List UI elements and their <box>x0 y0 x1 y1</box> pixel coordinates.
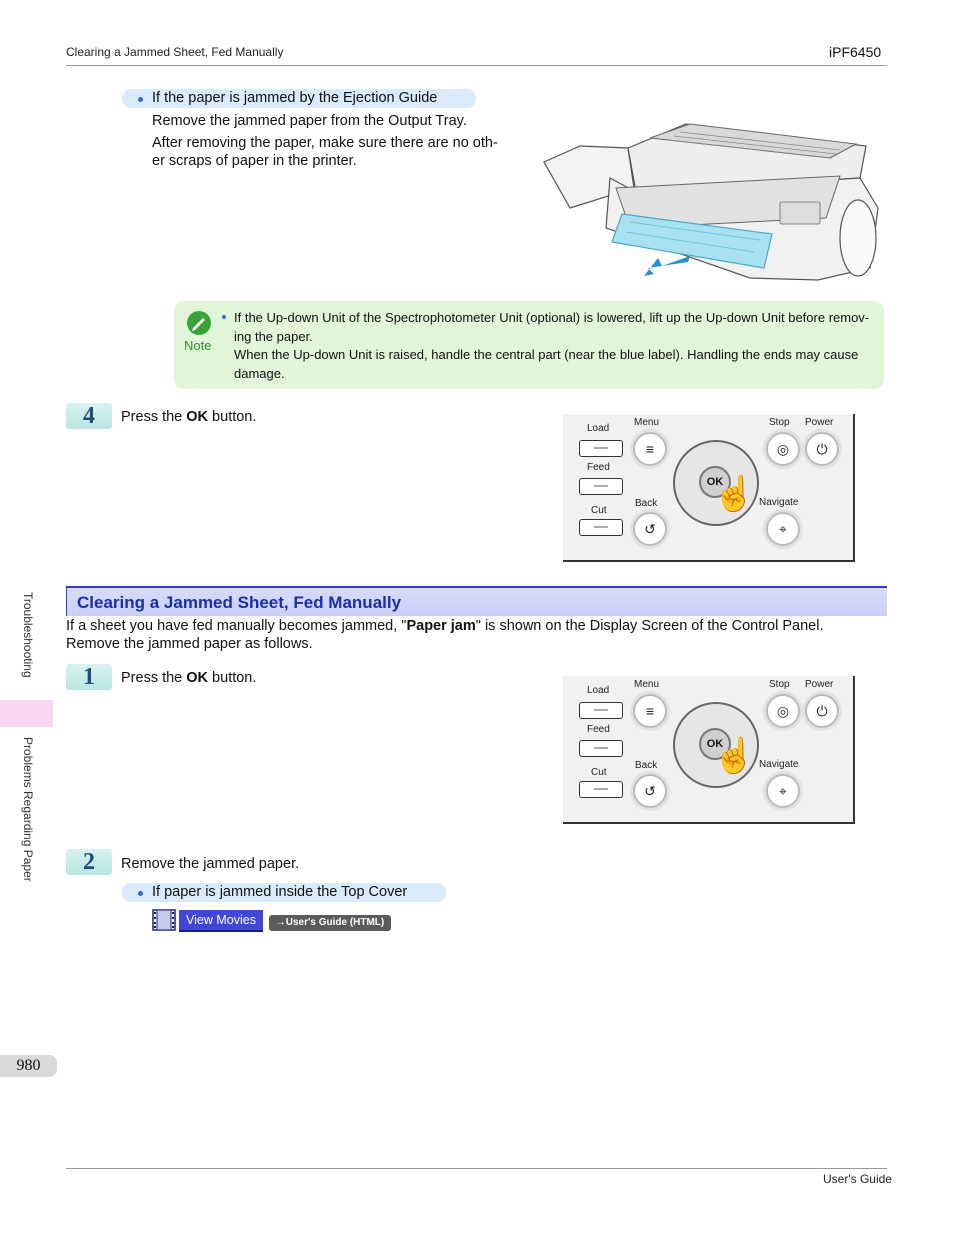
note-box <box>174 301 884 389</box>
navigate-icon: ⌖ <box>766 512 800 546</box>
sidebar-tab-troubleshooting[interactable]: Troubleshooting <box>21 592 35 678</box>
section-intro: If a sheet you have fed manually becomes… <box>66 617 887 653</box>
back-label: Back <box>635 498 658 509</box>
bullet-icon <box>138 97 143 102</box>
back-label: Back <box>635 760 658 771</box>
stop-icon: ◎ <box>766 694 800 728</box>
cut-label: Cut <box>591 767 607 778</box>
feed-button <box>579 740 623 757</box>
navigate-icon: ⌖ <box>766 774 800 808</box>
back-icon: ↺ <box>633 512 667 546</box>
section-intro-line-1: If a sheet you have fed manually becomes… <box>66 618 824 634</box>
control-panel-illustration: Load Feed Cut Menu ≡ Back ↺ OK ☝ Stop ◎ … <box>563 414 855 562</box>
section-heading: Clearing a Jammed Sheet, Fed Manually <box>66 586 887 616</box>
power-icon: ⏻ <box>805 694 839 728</box>
ok-button: OK <box>699 466 731 498</box>
sidebar-current-marker <box>0 700 53 727</box>
ejection-line-1: Remove the jammed paper from the Output … <box>152 113 467 129</box>
menu-icon: ≡ <box>633 432 667 466</box>
footer-divider <box>66 1168 887 1169</box>
section-intro-line-2: Remove the jammed paper as follows. <box>66 636 313 652</box>
running-header-title: Clearing a Jammed Sheet, Fed Manually <box>66 45 284 59</box>
users-guide-link[interactable]: →User's Guide (HTML) <box>269 915 391 931</box>
sidebar-tab-problems-paper[interactable]: Problems Regarding Paper <box>21 737 35 882</box>
view-movies-button[interactable]: View Movies <box>179 910 263 932</box>
pointing-hand-icon: ☝ <box>712 474 756 513</box>
cut-label: Cut <box>591 505 607 516</box>
note-line-3: When the Up-down Unit is raised, handle … <box>234 347 859 362</box>
menu-label: Menu <box>634 679 660 690</box>
ejection-line-2a: After removing the paper, make sure ther… <box>152 135 498 151</box>
feed-button <box>579 478 623 495</box>
stop-label: Stop <box>769 417 790 428</box>
step-1-text: Press the OK button. <box>121 670 257 686</box>
note-line-4: damage. <box>234 365 285 381</box>
stop-label: Stop <box>769 679 790 690</box>
stop-icon: ◎ <box>766 432 800 466</box>
navigation-dial <box>673 702 759 788</box>
load-button <box>579 702 623 719</box>
control-panel-illustration: Load Feed Cut Menu ≡ Back ↺ OK ☝ Stop ◎ … <box>563 676 855 824</box>
power-label: Power <box>805 679 834 690</box>
note-pencil-icon <box>187 311 211 335</box>
film-strip-icon[interactable] <box>152 909 176 931</box>
running-header-model: iPF6450 <box>829 44 882 60</box>
note-line-1: If the Up-down Unit of the Spectrophotom… <box>234 310 870 325</box>
navigate-label: Navigate <box>759 759 799 770</box>
step-number-4: 4 <box>66 403 112 429</box>
power-label: Power <box>805 417 834 428</box>
pointing-hand-icon: ☝ <box>712 736 756 775</box>
load-label: Load <box>587 685 610 696</box>
step-number-2: 2 <box>66 849 112 875</box>
load-button <box>579 440 623 457</box>
page-number: 980 <box>0 1055 57 1077</box>
step-2-text: Remove the jammed paper. <box>121 856 300 872</box>
navigate-label: Navigate <box>759 497 799 508</box>
top-cover-pill: If paper is jammed inside the Top Cover <box>122 883 446 902</box>
step-number-1: 1 <box>66 664 112 690</box>
ejection-guide-pill: If the paper is jammed by the Ejection G… <box>122 89 476 108</box>
step-4-text: Press the OK button. <box>121 409 257 425</box>
cut-button <box>579 781 623 798</box>
bullet-icon <box>138 891 143 896</box>
back-icon: ↺ <box>633 774 667 808</box>
load-label: Load <box>587 423 610 434</box>
footer-guide-name: User's Guide <box>823 1172 892 1186</box>
feed-label: Feed <box>587 462 610 473</box>
menu-label: Menu <box>634 417 660 428</box>
note-bullet-icon <box>222 315 226 319</box>
ok-button: OK <box>699 728 731 760</box>
cut-button <box>579 519 623 536</box>
printer-illustration <box>540 118 888 290</box>
header-divider <box>66 65 887 66</box>
note-line-2: ing the paper. <box>234 328 313 344</box>
power-icon: ⏻ <box>805 432 839 466</box>
note-label: Note <box>184 338 212 353</box>
ejection-line-2b: er scraps of paper in the printer. <box>152 153 357 169</box>
feed-label: Feed <box>587 724 610 735</box>
note-text: If the Up-down Unit of the Spectrophotom… <box>234 309 874 383</box>
menu-icon: ≡ <box>633 694 667 728</box>
